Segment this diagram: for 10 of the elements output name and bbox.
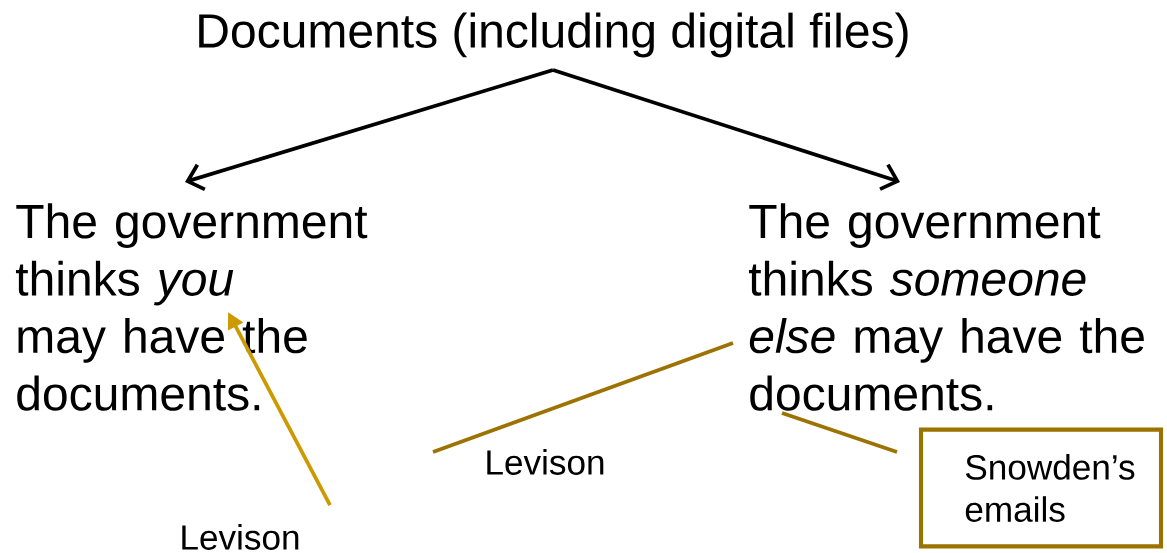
statement-text: The government thinks you may have the documents. bbox=[15, 203, 368, 411]
title-text: Documents (including digital files) bbox=[199, 12, 908, 58]
connector-line bbox=[432, 341, 734, 454]
arrow bbox=[185, 68, 554, 192]
arrow bbox=[552, 68, 900, 191]
name-label: Levison bbox=[182, 524, 299, 550]
connector-line bbox=[781, 411, 898, 454]
name-label: Levison bbox=[487, 449, 604, 475]
callout-box: Snowden’s emails bbox=[918, 427, 1164, 549]
statement-text: The government thinks someone else may have the documents. bbox=[749, 203, 1144, 411]
